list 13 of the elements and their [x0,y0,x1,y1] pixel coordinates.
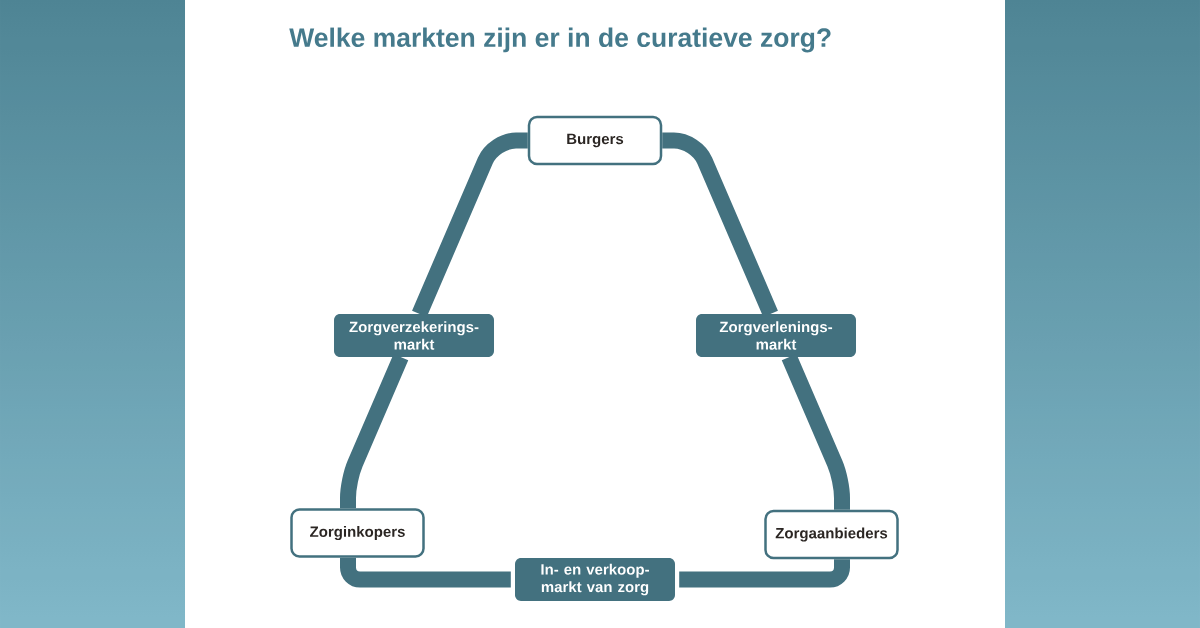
connector-band [662,132,778,317]
market-box: Zorgverzekerings- markt [334,314,494,357]
connector-band [412,132,528,317]
connector-band [781,354,850,510]
market-box: In- en verkoop- markt van zorg [515,558,675,601]
connector-band [340,354,409,509]
actor-box: Zorginkopers [290,508,425,558]
market-box: Zorgverlenings- markt [696,314,856,357]
connector-band [679,559,850,588]
actor-box: Zorgaanbieders [764,509,899,560]
title: Welke markten zijn er in de curatieve zorg? [289,27,831,53]
actor-box: Burgers [527,115,663,166]
connector-band [340,557,511,588]
